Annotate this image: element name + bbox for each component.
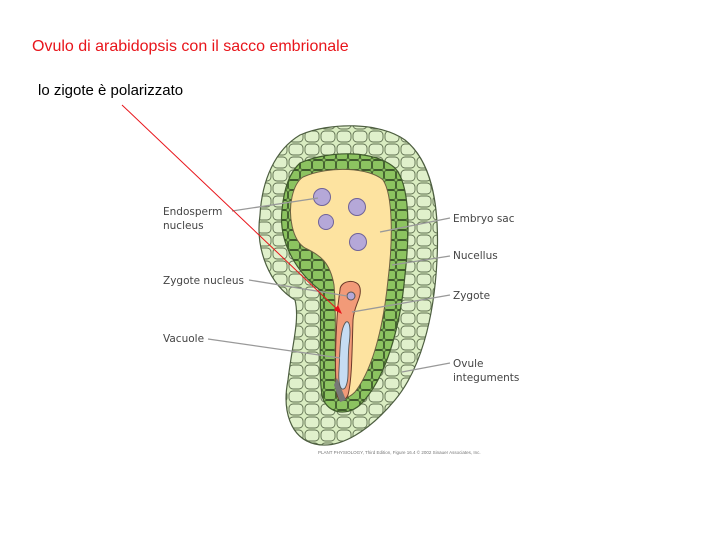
label-integuments-2: integuments: [453, 372, 519, 384]
label-vacuole: Vacuole: [163, 333, 204, 345]
leader-nucellus: [391, 255, 451, 266]
leader-endosperm: [231, 197, 319, 212]
label-zygote-nucleus: Zygote nucleus: [163, 275, 244, 287]
pointer-arrow-line: [121, 104, 339, 311]
suspensor-base: [334, 378, 346, 402]
label-endosperm-2: nucleus: [163, 220, 204, 232]
leader-zygote-nucleus: [248, 279, 348, 297]
endosperm-nucleus: [313, 188, 331, 206]
leader-zygote: [351, 294, 451, 313]
slide-subtitle: lo zigote è polarizzato: [38, 82, 184, 99]
endosperm-nucleus: [318, 214, 334, 230]
leader-embryo-sac: [379, 217, 451, 233]
endosperm-nucleus: [349, 233, 367, 251]
endosperm-nucleus: [348, 198, 366, 216]
slide-title: Ovulo di arabidopsis con il sacco embrio…: [32, 38, 349, 55]
figure-caption: PLANT PHYSIOLOGY, Third Edition, Figure …: [318, 449, 481, 455]
zygote-nucleus: [346, 291, 356, 301]
pointer-arrowhead: [334, 305, 342, 314]
vacuole: [338, 321, 351, 390]
label-zygote: Zygote: [453, 290, 490, 302]
leader-integuments: [401, 362, 451, 373]
label-nucellus: Nucellus: [453, 250, 498, 262]
leader-vacuole: [207, 338, 341, 359]
label-integuments: Ovule: [453, 358, 484, 370]
label-endosperm: Endosperm: [163, 206, 222, 218]
label-embryo-sac: Embryo sac: [453, 213, 515, 225]
